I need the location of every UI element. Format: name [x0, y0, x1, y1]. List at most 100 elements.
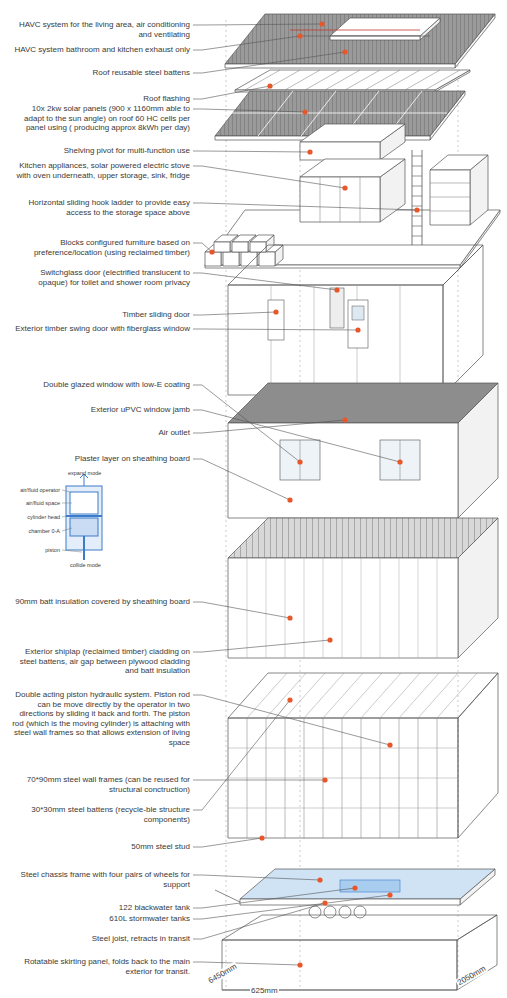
inset-label: cylinder head [4, 514, 60, 521]
leader-line [193, 888, 355, 908]
leader-line [193, 24, 322, 25]
front-face [232, 242, 248, 252]
callout-dot [342, 49, 347, 54]
wall-layer [228, 383, 498, 518]
cabinet-line [360, 177, 361, 222]
cabinet-line [340, 177, 341, 222]
callout-dot [307, 149, 312, 154]
callout-dot [322, 900, 327, 905]
fiberglass-window [352, 306, 364, 320]
batten [365, 70, 400, 90]
frame-batten [342, 673, 382, 718]
ladder-rung [412, 216, 422, 217]
frame-rail [228, 748, 458, 749]
leader-line [193, 962, 300, 965]
front-face [300, 142, 380, 160]
callout-dot [397, 459, 402, 464]
callout-label: Steel chassis frame with four pairs of w… [12, 870, 190, 889]
stud [399, 558, 400, 658]
leader-line [193, 329, 358, 330]
leader-line [193, 203, 417, 210]
leader-line [193, 780, 325, 781]
top-face [330, 18, 440, 36]
leader-line [193, 385, 300, 462]
top-face [240, 869, 495, 899]
callout-label: Double acting piston hydraulic system. P… [12, 690, 190, 748]
chassis [240, 869, 495, 905]
front-face [228, 558, 458, 658]
callout-label: Kitchen appliances, solar powered electr… [12, 161, 190, 180]
top-face [235, 70, 470, 90]
callout-dot [273, 309, 278, 314]
stud [266, 558, 267, 658]
stud [380, 558, 381, 658]
batten [405, 70, 440, 90]
callout-label: Exterior timber swing door with fibergla… [12, 324, 190, 334]
dimension-label: 2050mm [455, 963, 488, 987]
leader-line [193, 109, 305, 112]
ladder-rung [412, 226, 422, 227]
callout-label: Double glazed window with low-E coating [12, 380, 190, 390]
frame-batten [361, 673, 401, 718]
ladder-rung [412, 236, 422, 237]
inset-label: piston [4, 547, 60, 554]
insulation-layer [228, 518, 498, 658]
stud [437, 558, 438, 658]
callout-dot [297, 962, 302, 967]
callout-label: Timber sliding door [12, 310, 190, 320]
callout-label: 122 blackwater tank [12, 903, 190, 913]
leader-line [193, 410, 400, 462]
top-face [228, 383, 498, 423]
callout-dot [287, 615, 292, 620]
callout-label: Roof reusable steel battens [12, 68, 190, 78]
callout-label: Air outlet [12, 428, 190, 438]
leader-line [62, 550, 82, 552]
inset-label: air/fluid space [4, 500, 60, 507]
leader-line [62, 528, 72, 531]
batten [425, 70, 460, 90]
callout-dot [414, 207, 419, 212]
hvac-duct [290, 30, 420, 31]
shelf [430, 197, 470, 198]
leader-line [193, 52, 345, 73]
leader-line [193, 166, 345, 188]
switchglass-door [330, 288, 344, 328]
shelf [430, 211, 470, 212]
towbar [215, 890, 240, 902]
hvac-unit [330, 18, 440, 40]
callout-dot [334, 287, 339, 292]
callout-label: Steel joist, retracts in transit [12, 934, 190, 944]
guide-lines [226, 20, 458, 990]
leader-line [193, 151, 310, 152]
wheel [339, 906, 351, 918]
front-face [228, 718, 458, 838]
frame-batten [323, 673, 363, 718]
front-face [228, 423, 458, 518]
callout-dot [297, 33, 302, 38]
roof-battens [235, 70, 470, 92]
leader-line [193, 459, 290, 500]
top-face [300, 124, 405, 142]
callout-label: 10x 2kw solar panels (900 x 1160mm able … [12, 104, 190, 133]
top-face [300, 159, 405, 177]
ladder-rung [412, 196, 422, 197]
callout-dot [319, 21, 324, 26]
air-fluid-space [70, 492, 98, 514]
callout-label: 90mm batt insulation covered by sheathin… [12, 597, 190, 607]
stud [323, 558, 324, 658]
leader-line [193, 602, 290, 618]
front-face [300, 177, 380, 222]
stud [418, 558, 419, 658]
leader-line [193, 86, 270, 99]
side-face [443, 245, 483, 395]
leader-line [193, 838, 262, 847]
callout-label: Exterior uPVC window jamb [12, 405, 190, 415]
leader-line [193, 895, 390, 919]
callout-label: Blocks configured furniture based on pre… [12, 238, 190, 257]
top-face [225, 14, 495, 64]
stud [304, 558, 305, 658]
callout-dot [322, 777, 327, 782]
water-tank [340, 880, 400, 892]
stud [361, 558, 362, 658]
frame-batten [437, 673, 477, 718]
